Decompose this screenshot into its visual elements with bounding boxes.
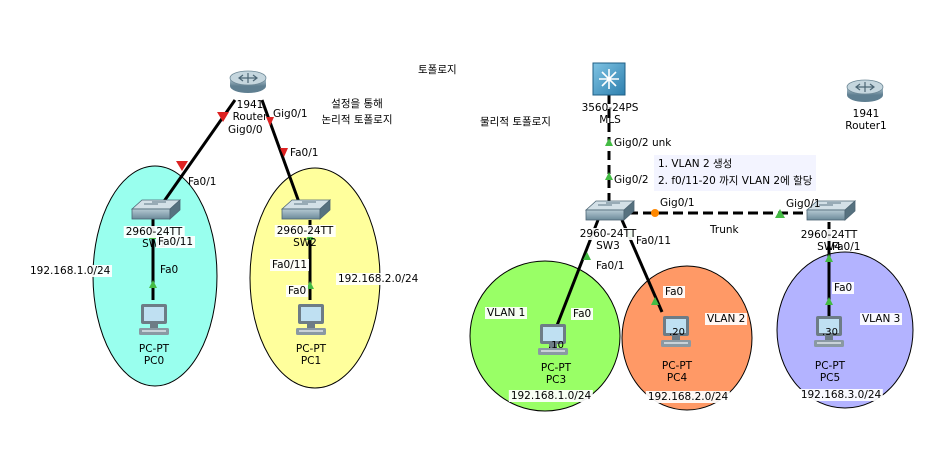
sw1-iface-fa011: Fa0/11 — [156, 236, 196, 248]
status-down-icon — [266, 117, 274, 126]
pc0-type-label: PC-PT — [138, 343, 170, 355]
status-blocking-icon — [651, 209, 659, 217]
pc4-name-label: PC4 — [666, 372, 688, 384]
router-iface-gig01: Gig0/1 — [273, 108, 308, 120]
config-note: 1. VLAN 2 생성 2. f0/11-20 까지 VLAN 2에 할당 — [654, 155, 817, 191]
sw4-model-label: 2960-24TT — [798, 229, 860, 241]
pc5-iface-label: Fa0 — [832, 282, 855, 294]
sw2-name-label: SW2 — [293, 237, 317, 249]
pc0-icon[interactable] — [139, 304, 169, 335]
sw2-iface-fa011: Fa0/11 — [270, 259, 310, 271]
mls-iface-label: Gig0/2 unk — [614, 137, 672, 149]
pc1-iface-label: Fa0 — [286, 285, 309, 297]
router-icon[interactable] — [229, 70, 267, 94]
pc3-network-label: 192.168.1.0/24 — [508, 390, 594, 402]
pc5-ip-label: .30 — [822, 327, 838, 338]
pc1-type-label: PC-PT — [295, 343, 327, 355]
sw3-name-label: SW3 — [596, 240, 620, 252]
pc0-iface-label: Fa0 — [160, 264, 179, 276]
sw3-iface-fa01: Fa0/1 — [596, 260, 625, 272]
status-down-icon — [217, 112, 229, 122]
pc1-icon[interactable] — [296, 304, 326, 335]
status-down-icon — [176, 161, 188, 171]
pc5-type-label: PC-PT — [814, 360, 846, 372]
status-up-icon — [605, 138, 613, 146]
pc5-vlan-label: VLAN 3 — [860, 313, 903, 325]
sw2-iface-fa01: Fa0/1 — [290, 147, 319, 159]
trunk-label: Trunk — [710, 224, 739, 236]
router-model-label: 1941 — [236, 99, 264, 111]
config-note-line-1: 1. VLAN 2 생성 — [658, 158, 733, 170]
sw1-model-label: 2960-24TT — [123, 226, 185, 238]
status-up-icon — [775, 209, 785, 218]
sw4-iface-fa01: Fa0/1 — [832, 241, 861, 253]
vlan3-area — [776, 251, 914, 409]
note-line-2: 논리적 토폴로지 — [321, 114, 393, 126]
status-up-icon — [651, 297, 659, 305]
status-up-icon — [825, 254, 833, 262]
router1-model-label: 1941 — [852, 108, 880, 120]
switch-sw1-icon[interactable] — [131, 199, 181, 220]
vlan2-area — [621, 265, 753, 411]
mls-icon[interactable] — [592, 62, 626, 96]
pc3-ip-label: .10 — [548, 340, 564, 351]
sw2-model-label: 2960-24TT — [274, 225, 336, 237]
sw1-iface-fa01: Fa0/1 — [188, 176, 217, 188]
pc4-network-label: 192.168.2.0/24 — [645, 391, 731, 403]
router-iface-gig00: Gig0/0 — [228, 124, 263, 136]
switch-sw2-icon[interactable] — [281, 199, 331, 220]
status-up-icon — [825, 297, 833, 305]
sw4-iface-gig01: Gig0/1 — [786, 198, 821, 210]
switch-sw3-icon[interactable] — [585, 200, 635, 221]
pc4-iface-label: Fa0 — [663, 286, 686, 298]
status-up-icon — [605, 172, 613, 180]
pc3-type-label: PC-PT — [540, 362, 572, 374]
router-name-label: Router — [232, 111, 268, 123]
router1-icon[interactable] — [846, 79, 884, 103]
sw3-iface-gig01: Gig0/1 — [660, 197, 695, 209]
pc0-network-label: 192.168.1.0/24 — [28, 265, 113, 277]
config-note-line-2: 2. f0/11-20 까지 VLAN 2에 할당 — [658, 175, 813, 187]
mls-model-label: 3560-24PS — [581, 102, 639, 114]
pc4-vlan-label: VLAN 2 — [705, 313, 748, 325]
pc3-iface-label: Fa0 — [571, 308, 594, 320]
sw3-model-label: 2960-24TT — [577, 228, 639, 240]
physical-topology-title: 물리적 토폴로지 — [480, 116, 551, 128]
router1-name-label: Router1 — [845, 120, 887, 132]
pc4-ip-label: .20 — [669, 327, 685, 338]
sw3-iface-gig02: Gig0/2 — [614, 174, 649, 186]
pc0-name-label: PC0 — [143, 355, 165, 367]
status-up-icon — [583, 252, 591, 260]
pc1-name-label: PC1 — [300, 355, 322, 367]
sw4-name-label: SW4 — [817, 241, 841, 253]
status-up-icon — [149, 280, 157, 288]
status-down-icon — [280, 148, 288, 157]
pc5-name-label: PC5 — [819, 372, 841, 384]
mls-name-label: MLS — [599, 114, 621, 126]
pc1-network-label: 192.168.2.0/24 — [336, 273, 421, 285]
pc5-network-label: 192.168.3.0/24 — [798, 389, 884, 401]
sw3-iface-fa011: Fa0/11 — [636, 235, 672, 247]
pc3-vlan-label: VLAN 1 — [485, 307, 528, 319]
note-line-1: 설정을 통해 — [331, 98, 383, 110]
logical-topology-note: 설정을 통해 논리적 토폴로지 — [322, 96, 393, 128]
pc4-type-label: PC-PT — [661, 360, 693, 372]
logical-topology-title: 토폴로지 — [418, 64, 457, 76]
pc3-name-label: PC3 — [545, 374, 567, 386]
